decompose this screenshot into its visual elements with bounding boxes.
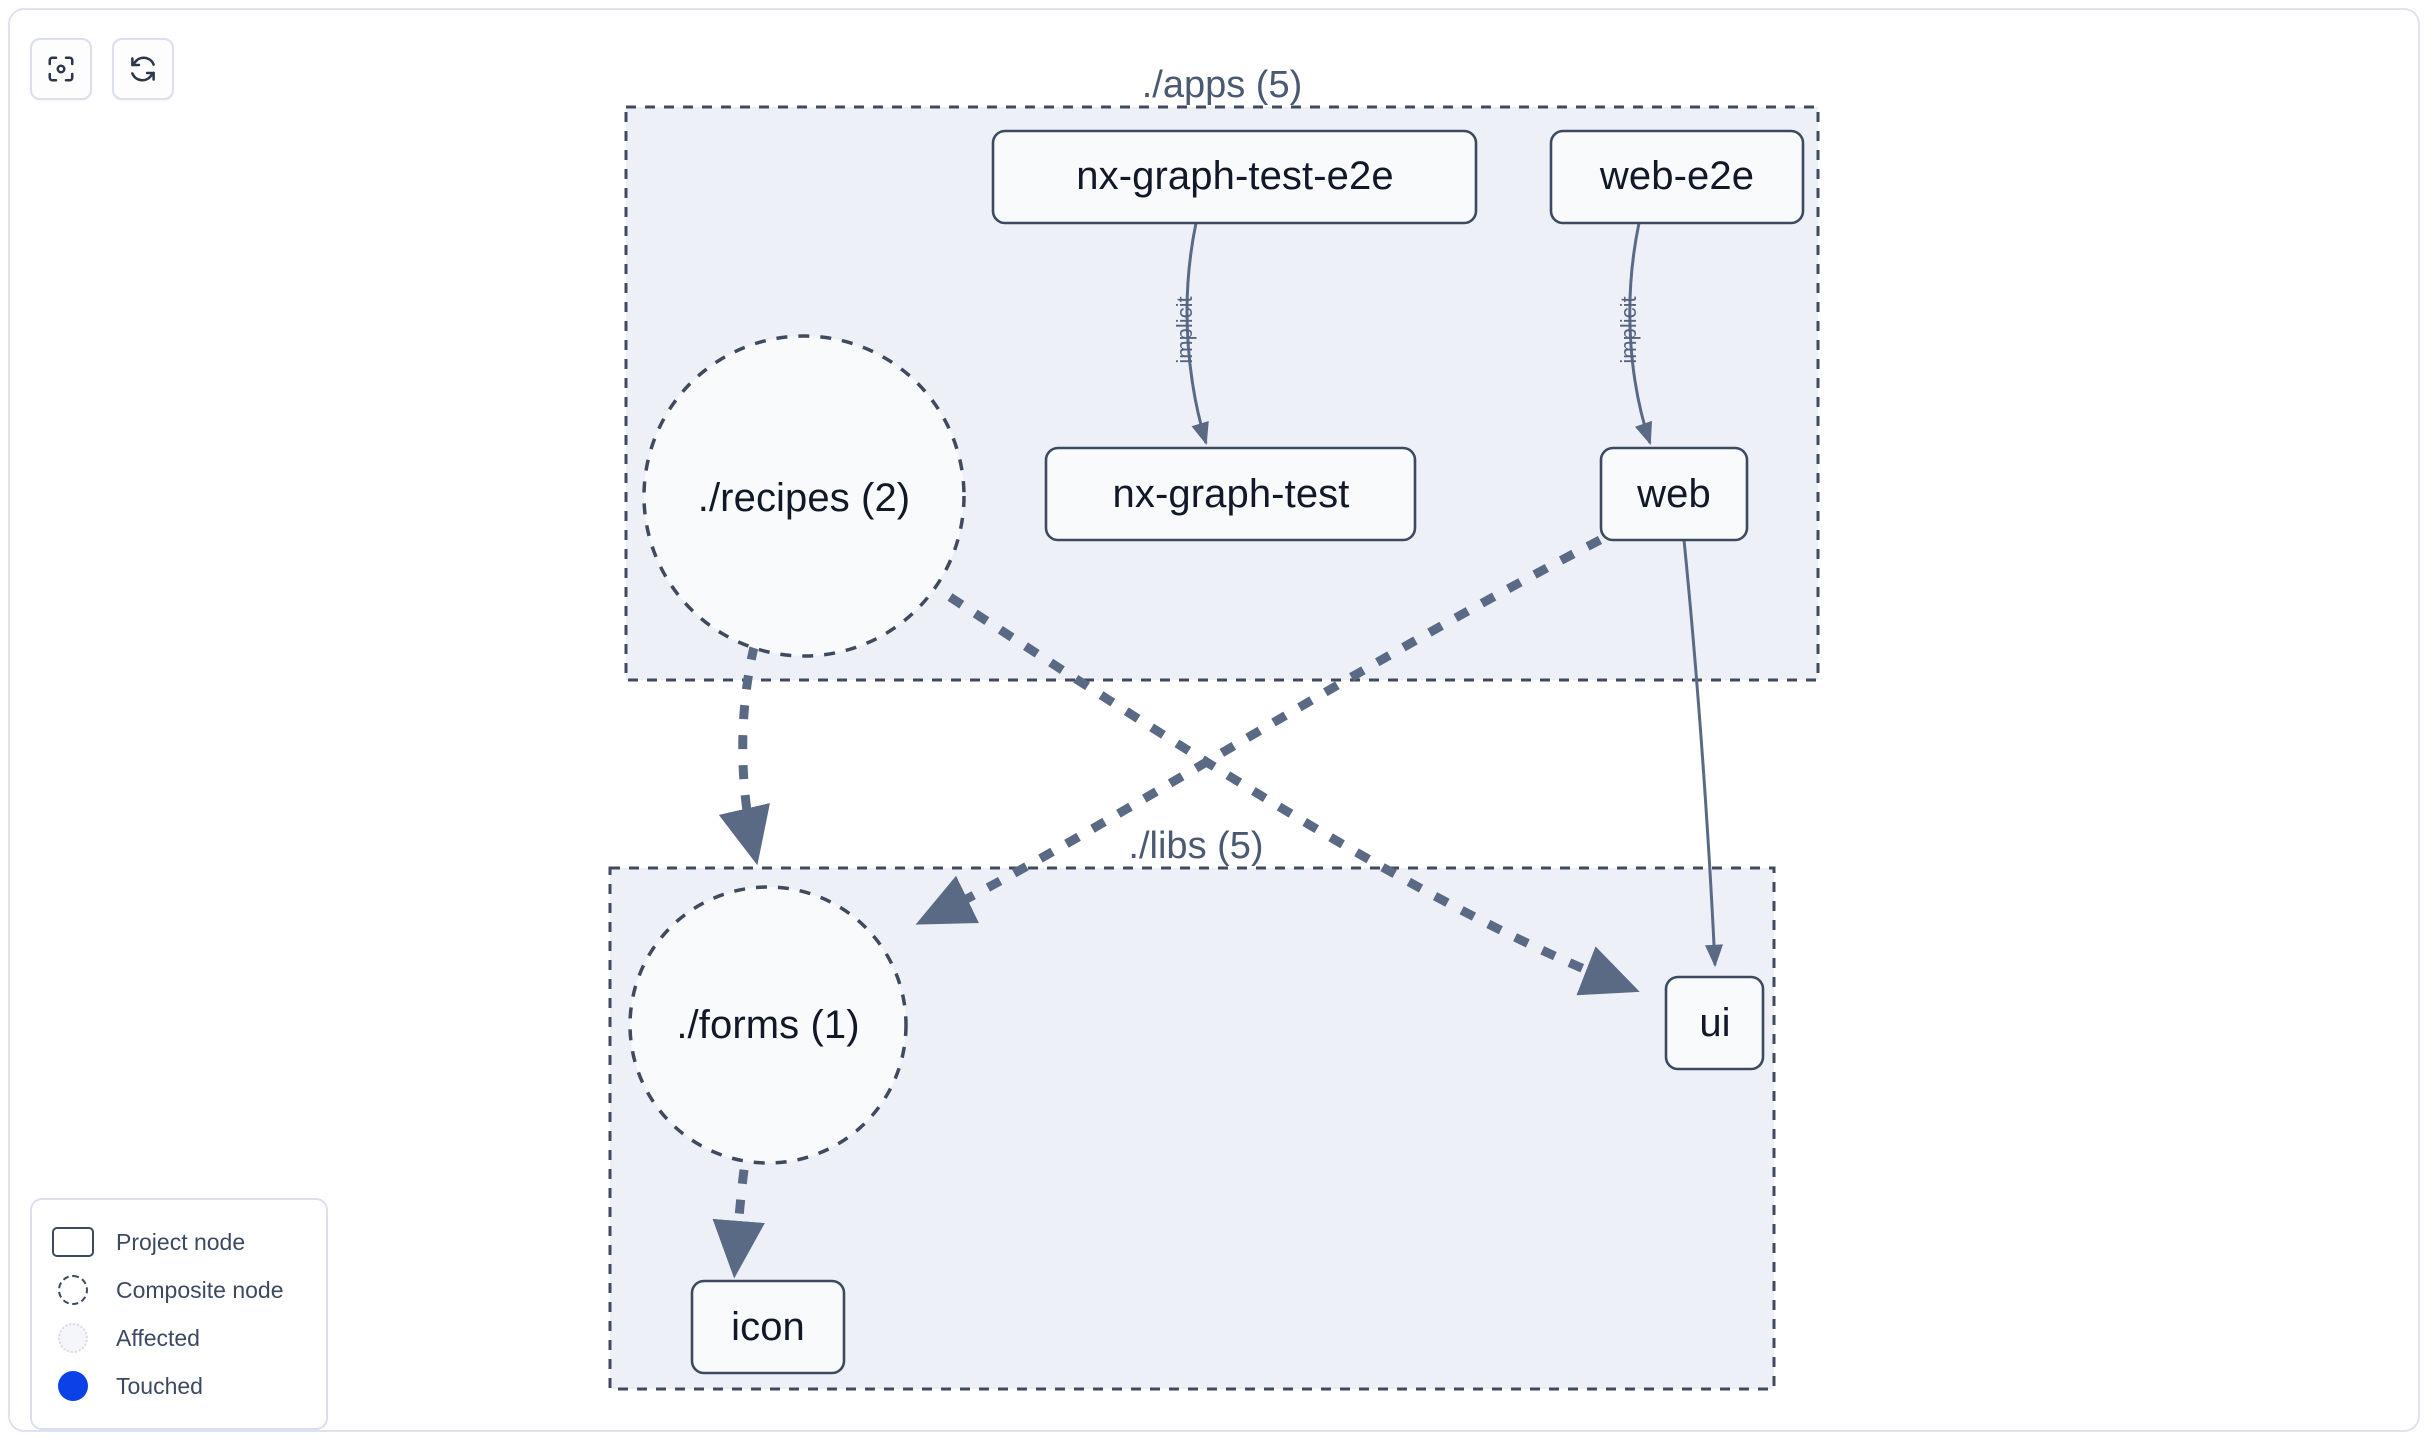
edge-web-forms[interactable] — [915, 536, 1603, 925]
legend-item-project-node: Project node — [52, 1218, 306, 1266]
project-node-swatch — [52, 1227, 94, 1257]
focus-target-icon — [46, 54, 76, 84]
edge-webe2e-web[interactable] — [1628, 222, 1653, 446]
legend-label-affected: Affected — [116, 1324, 200, 1351]
focus-graph-button[interactable] — [30, 38, 92, 100]
legend-label-composite-node: Composite node — [116, 1276, 284, 1303]
node-web[interactable] — [1599, 446, 1749, 542]
legend-label-project-node: Project node — [116, 1228, 246, 1255]
graph-toolbar — [30, 38, 174, 100]
node-nx-graph-test[interactable] — [1044, 446, 1417, 542]
node-ui[interactable] — [1664, 975, 1765, 1071]
node-recipes[interactable] — [642, 334, 966, 658]
refresh-icon — [128, 54, 158, 84]
edge-recipes-ui[interactable] — [947, 593, 1640, 996]
affected-swatch — [52, 1323, 94, 1353]
edge-recipes-forms[interactable] — [718, 615, 770, 866]
legend-item-affected: Affected — [52, 1314, 306, 1362]
graph-legend: Project node Composite node Affected Tou… — [30, 1198, 328, 1430]
composite-node-swatch — [52, 1275, 94, 1305]
legend-item-composite-node: Composite node — [52, 1266, 306, 1314]
edge-web-ui[interactable] — [1682, 539, 1724, 968]
legend-label-touched: Touched — [116, 1372, 203, 1399]
touched-swatch — [52, 1371, 94, 1401]
legend-item-touched: Touched — [52, 1362, 306, 1410]
node-forms[interactable] — [628, 885, 908, 1165]
node-web-e2e[interactable] — [1549, 129, 1805, 225]
node-icon[interactable] — [690, 1279, 846, 1375]
edge-nxgraphteste2e-nxgraphtest[interactable] — [1185, 222, 1209, 446]
refresh-graph-button[interactable] — [112, 38, 174, 100]
node-nx-graph-test-e2e[interactable] — [991, 129, 1478, 225]
edge-forms-icon[interactable] — [712, 1139, 765, 1279]
